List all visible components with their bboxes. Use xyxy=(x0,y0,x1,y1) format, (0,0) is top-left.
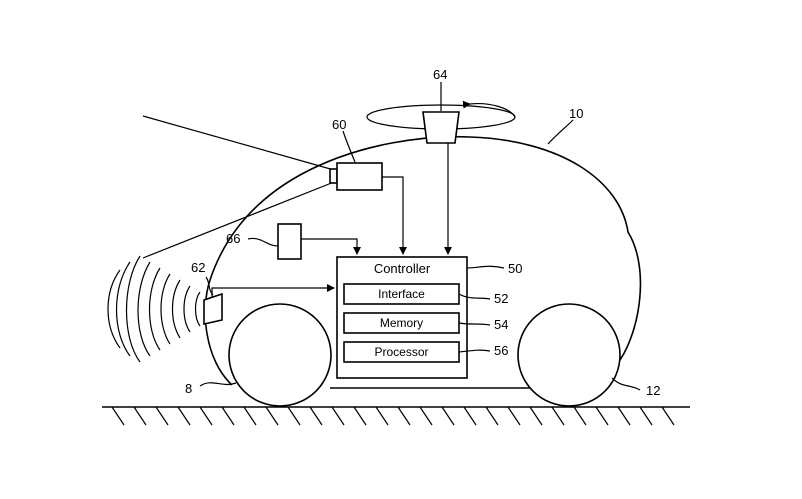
ground-hatch xyxy=(595,406,609,426)
ground-hatch xyxy=(617,406,631,426)
ground-hatch xyxy=(353,406,367,426)
camera-fov-upper xyxy=(142,115,335,171)
ground-hatch xyxy=(573,406,587,426)
camera-lens xyxy=(329,168,338,184)
ground-hatch xyxy=(507,406,521,426)
camera-fov-lower xyxy=(142,181,335,259)
ground-hatch xyxy=(639,406,653,426)
label-vehicle: 10 xyxy=(569,106,583,121)
ground-hatch xyxy=(309,406,323,426)
sensor66-to-controller xyxy=(301,238,361,255)
lidar-rotation-arrow xyxy=(462,100,516,118)
sensor62-to-controller xyxy=(211,284,335,298)
ground-hatch xyxy=(243,406,257,426)
ground-hatch xyxy=(265,406,279,426)
ground-hatch xyxy=(397,406,411,426)
ground-hatch xyxy=(375,406,389,426)
memory-label: Memory xyxy=(380,316,423,330)
signal-waves xyxy=(107,255,201,363)
ground-hatch xyxy=(111,406,125,426)
ground xyxy=(102,406,690,426)
ground-hatch xyxy=(133,406,147,426)
ground-hatch xyxy=(551,406,565,426)
processor-label: Processor xyxy=(374,345,428,359)
label-sensor-66: 66 xyxy=(226,231,240,246)
ground-hatch xyxy=(661,406,675,426)
label-memory: 54 xyxy=(494,317,508,332)
camera-body xyxy=(336,162,383,191)
label-front-sensor: 62 xyxy=(191,260,205,275)
label-camera: 60 xyxy=(332,117,346,132)
label-controller: 50 xyxy=(508,261,522,276)
interface-label: Interface xyxy=(378,287,425,301)
ground-hatch xyxy=(529,406,543,426)
label-interface: 52 xyxy=(494,291,508,306)
ground-hatch xyxy=(155,406,169,426)
lidar-unit xyxy=(422,111,460,144)
ground-hatch xyxy=(485,406,499,426)
label-lidar: 64 xyxy=(433,67,447,82)
leader-lines xyxy=(199,82,641,391)
ground-hatch xyxy=(419,406,433,426)
ground-hatch xyxy=(177,406,191,426)
ground-hatch xyxy=(331,406,345,426)
label-processor: 56 xyxy=(494,343,508,358)
front-sensor xyxy=(203,292,223,325)
ground-hatch xyxy=(199,406,213,426)
wheel-left xyxy=(228,303,332,407)
controller-title: Controller xyxy=(374,261,431,276)
vehicle-body xyxy=(204,135,642,389)
ground-hatch xyxy=(287,406,301,426)
label-wheel-right: 12 xyxy=(646,383,660,398)
camera-to-controller xyxy=(382,176,407,255)
sensor-66 xyxy=(277,223,302,260)
ground-hatch xyxy=(441,406,455,426)
label-wheel-left: 8 xyxy=(185,381,192,396)
wheel-right xyxy=(517,303,621,407)
ground-hatch xyxy=(463,406,477,426)
ground-hatch xyxy=(221,406,235,426)
